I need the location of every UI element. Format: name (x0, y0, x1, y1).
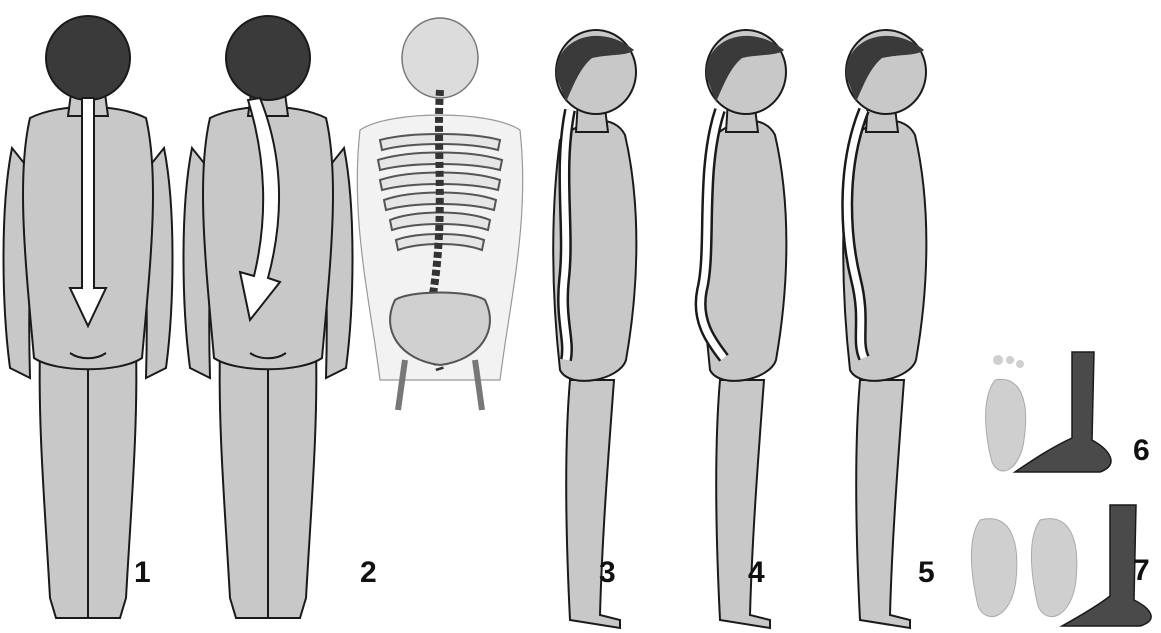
figure-label-6: 6 (1133, 436, 1150, 466)
foot-bones-normal (1015, 352, 1111, 472)
figure-label-5: 5 (918, 558, 935, 588)
footprint-flat-left (971, 519, 1016, 617)
figure-6-foot (986, 352, 1111, 472)
figure-2-back-view (184, 16, 353, 618)
skeleton-back-view (357, 18, 522, 410)
figure-label-3: 3 (599, 558, 616, 588)
figure-3-side-view (553, 30, 636, 628)
figure-label-7: 7 (1133, 556, 1150, 586)
figure-5-side-view (843, 30, 926, 628)
footprint-normal (986, 379, 1026, 471)
figure-label-4: 4 (748, 558, 765, 588)
figure-label-2: 2 (360, 558, 377, 588)
figure-1-back-view (4, 16, 173, 618)
figure-4-side-view (701, 30, 787, 628)
figure-label-1: 1 (134, 558, 151, 588)
figure-7-foot (971, 505, 1151, 626)
footprint-flat-right (1031, 519, 1076, 617)
